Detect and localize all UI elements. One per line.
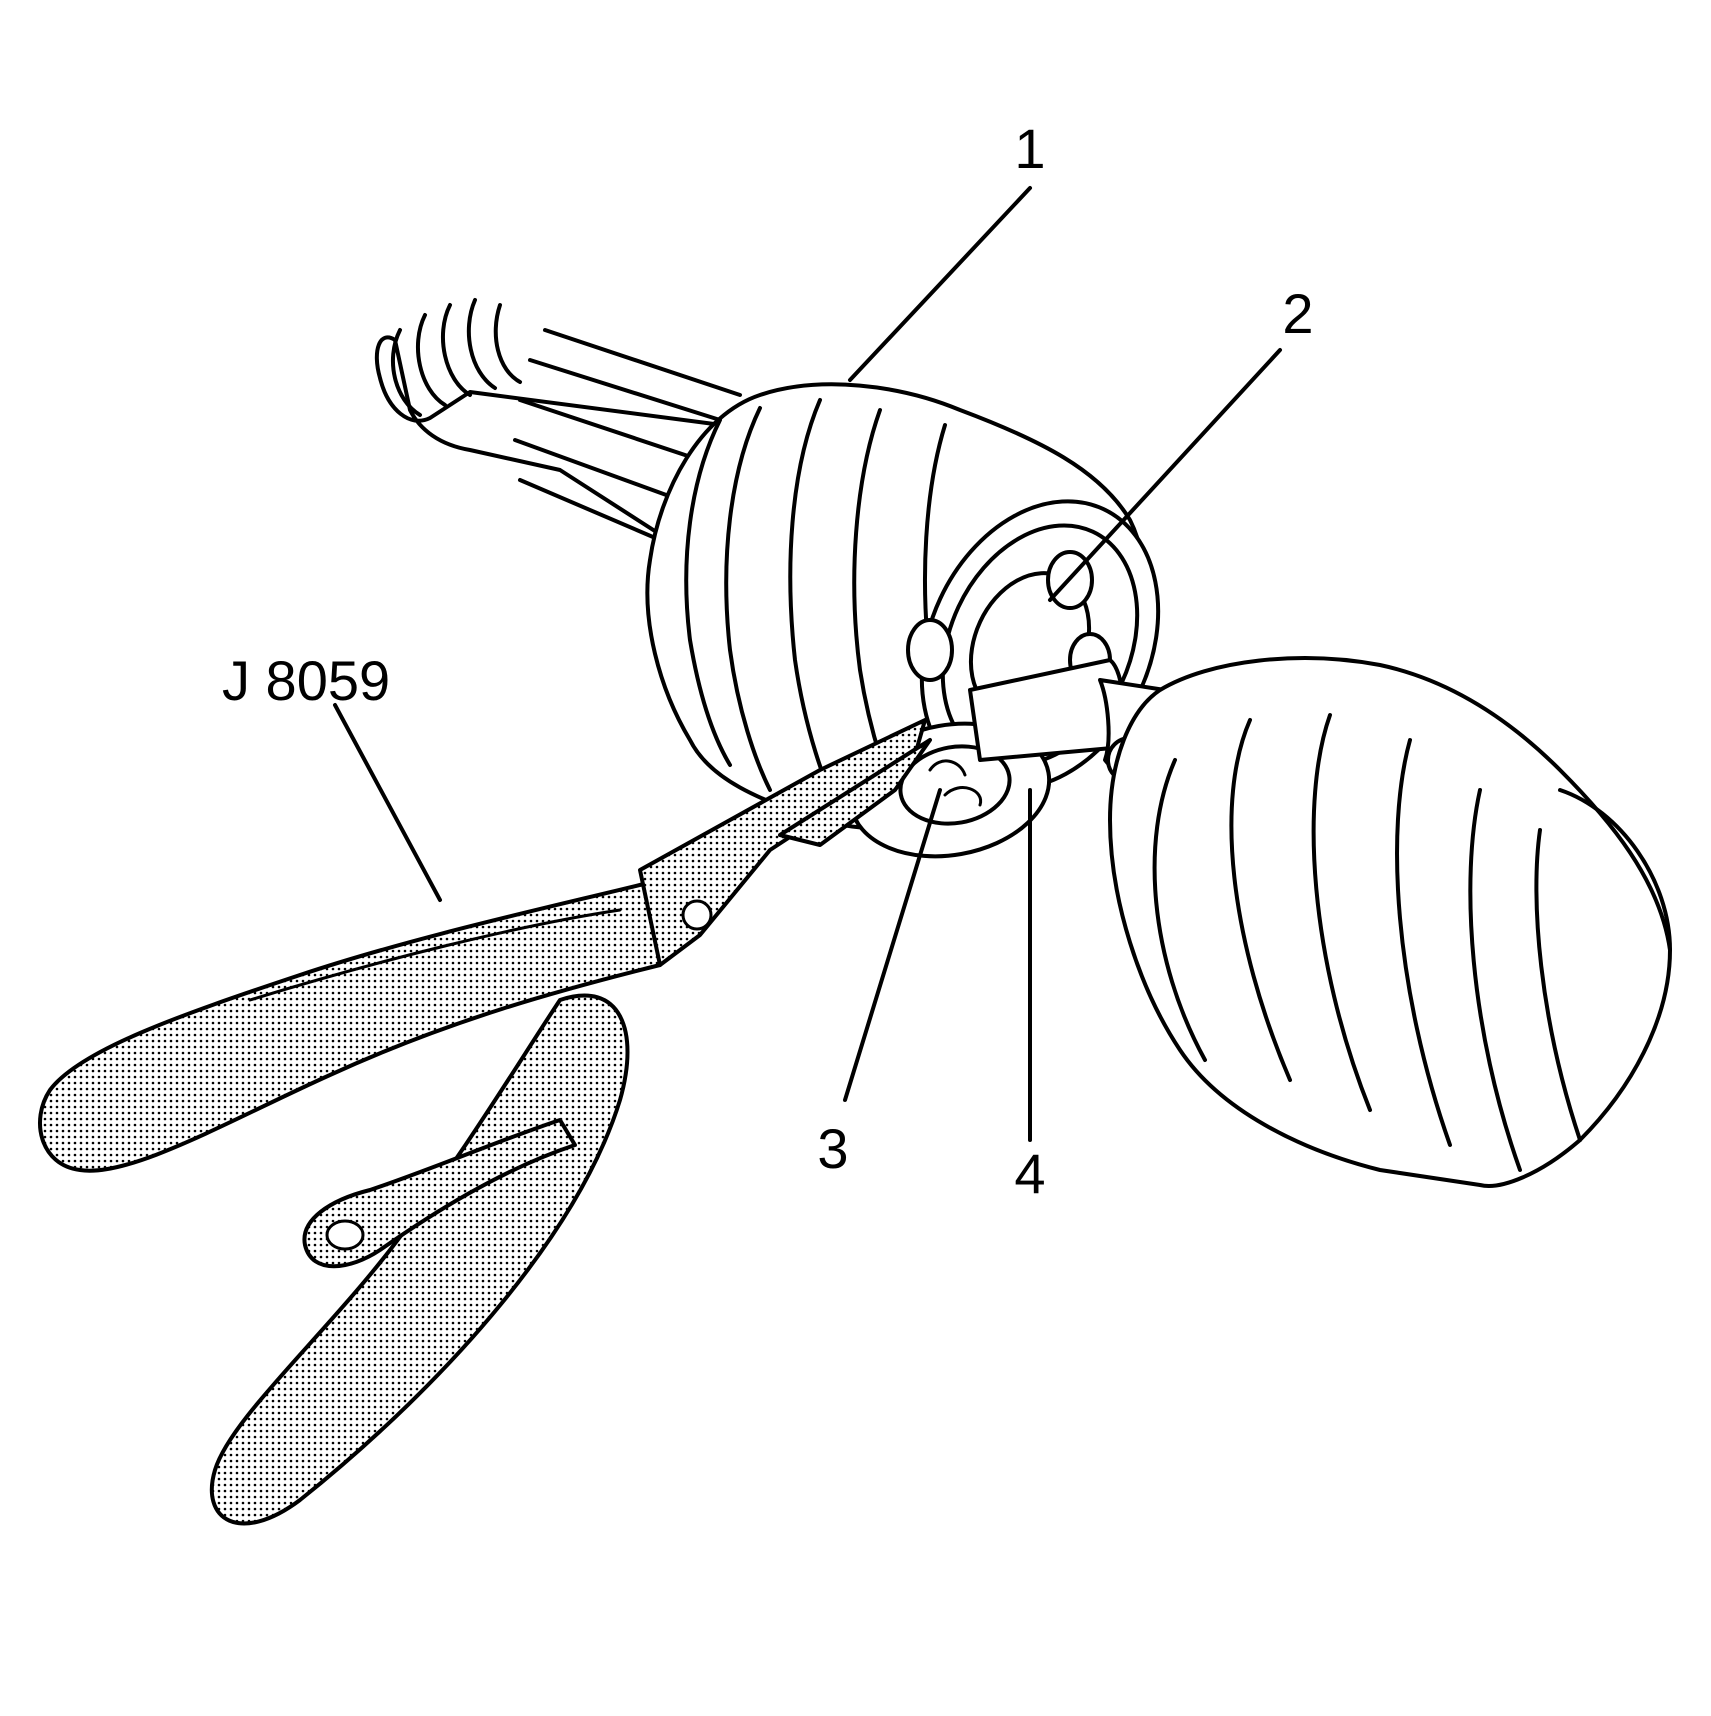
leader-lines (333, 186, 1282, 1142)
callout-labels: 1 2 3 4 J 8059 (222, 117, 1314, 1205)
leader-line-1 (848, 186, 1032, 382)
snap-ring-pliers (38, 718, 932, 1526)
callout-1: 1 (1014, 117, 1045, 180)
leader-line-tool (333, 703, 442, 902)
leader-line-3 (843, 788, 942, 1102)
callout-4: 4 (1014, 1142, 1045, 1205)
inner-joint-boot (1108, 656, 1672, 1188)
callout-tool-j8059: J 8059 (222, 649, 390, 712)
leader-line-2 (1048, 348, 1282, 602)
callout-3: 3 (817, 1117, 848, 1180)
callout-2: 2 (1282, 282, 1313, 345)
